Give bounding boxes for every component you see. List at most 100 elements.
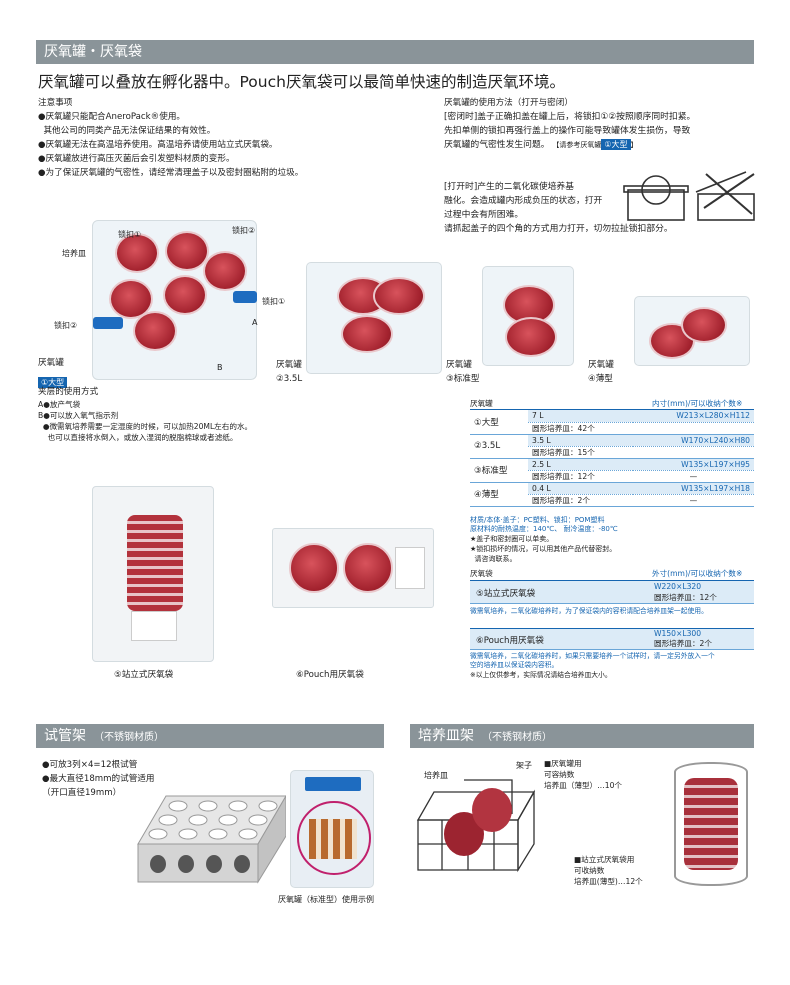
label-rack-dish: 培养皿 [424,771,448,780]
jar-table-rule [470,409,754,410]
usage-block: 厌氧罐的使用方法（打开与密闭） [密闭时]盖子正确扣盖在罐上后，将锁扣①②按照顺… [444,96,695,152]
jar-thin-image [634,296,750,366]
pouch-pack [395,547,425,589]
bag-footnote: ※以上仅供参考，实际情况请结合培养皿大小。 [470,671,612,679]
jar-note: 请咨询联系。 [470,555,517,563]
note-line: ●厌氧罐无法在高温培养使用。高温培养请使用站立式厌氧袋。 [38,140,278,150]
bag2-note-line: 空的培养皿以保证袋内容积。 [470,661,559,669]
clip-line: A●放产气袋 [38,400,81,409]
jar-spec-vol: 2.5 L [528,458,633,471]
bag-label [131,611,177,641]
jar-spec-vol: 0.4 L [528,482,633,495]
rack-a-line: 可容纳数 [544,770,575,779]
jar-spec-row: 圆形培养皿：2个— [470,494,754,507]
label-lock2: 锁扣② [232,226,256,235]
bag2-note-block: 微需氧培养，二氧化碳培养时，如果只需要培养一个试样时，请一定另外放入一个 空的培… [470,652,715,681]
label-lock1b: 锁扣① [262,297,286,306]
jar-spec-row: 圆形培养皿：42个 [470,422,754,435]
label-dish: 培养皿 [62,249,86,258]
rack-line: ●可放3列×4=12根试管 [42,760,138,770]
jar2-size: ②3.5L [276,374,303,384]
jar-3-5l-image [306,262,442,374]
section-sub: （不锈钢材质） [482,732,552,743]
clip-line: B●可以放入氧气指示剂 [38,411,119,420]
jar-spec-dish: 圆形培养皿：12个 [528,470,633,483]
pouch-bag-image [272,528,434,608]
bag-row-1: ⑤站立式厌氧袋 W220×L320 圆形培养皿：12个 [470,580,754,604]
jar-spec-count [632,446,754,459]
bag2-dim: W150×L300 [654,629,702,638]
bag1-note: 微需氧培养，二氧化碳培养时，为了保证袋内的容积请配合培养皿架一起使用。 [470,607,708,615]
bag5-caption: ⑤站立式厌氧袋 [114,670,174,680]
label-lock1: 锁扣① [118,230,142,239]
clip-title: 夹层的使用方式 [38,387,99,397]
note-line: ●为了保证厌氧罐的气密性，请经常清理盖子以及密封圈粘附的垃圾。 [38,168,304,178]
jar4-name: 厌氧罐 [588,360,614,370]
standing-bag-image [92,486,214,662]
tube-rack-caption: 厌氧罐（标准型）使用示例 [278,895,374,904]
petri-dish-image [115,233,159,273]
petri-dish-image [165,231,209,271]
jar-spec-dish: 圆形培养皿：42个 [528,422,633,435]
headline: 厌氧罐可以叠放在孵化器中。Pouch厌氧袋可以最简单快速的制造厌氧环境。 [38,73,565,91]
jar-spec-row: 圆形培养皿：15个 [470,446,754,459]
tall-dish-rack-image [674,762,748,886]
rack-line: （开口直径19mm） [42,788,122,798]
dish-rack-jar-text: ■厌氧罐用 可容纳数 培养皿（薄型）…10个 [544,758,622,791]
open-close-illustration [623,171,755,221]
label-b: B [217,363,223,372]
section-title: 试管架 [44,728,86,744]
usage-line-text: 厌氧罐的气密性发生问题。 [444,140,550,150]
jar-note: ★锁扣损坏的情况，可以用其他产品代替密封。 [470,545,617,553]
dish-rack-drawing [416,779,536,873]
jar-spec-name: ③标准型 [470,458,528,483]
note-line: ●厌氧罐只能配合AneroPack®使用。 [38,112,186,122]
section-title: 培养皿架 [418,728,474,744]
bag2-note-line: 微需氧培养，二氧化碳培养时，如果只需要培养一个试样时，请一定另外放入一个 [470,652,715,660]
jar-spec-count: — [632,470,754,483]
usage-open-line: 请抓起盖子的四个角的方式用力打开，切勿拉扯锁扣部分。 [444,224,673,234]
bag1-name: ⑤站立式厌氧袋 [476,589,536,599]
note-line: ●厌氧罐放进行高压灭菌后会引发塑料材质的变形。 [38,154,235,164]
section-header-dish-rack: 培养皿架 （不锈钢材质） [410,724,754,748]
jar-spec-name: ①大型 [470,410,528,435]
clip-line: ●微需氧培养需要一定湿度的时候，可以加热20ML左右的水。 [38,422,253,431]
note-line: 其他公司的同类产品无法保证结果的有效性。 [38,126,216,136]
jar-table-head-right: 内寸(mm)/可以收纳个数※ [652,399,743,408]
usage-line: [密闭时]盖子正确扣盖在罐上后，将锁扣①②按照顺序同时扣紧。 [444,112,696,122]
section-sub: （不锈钢材质） [94,732,164,743]
bag1-dish: 圆形培养皿：12个 [654,593,717,602]
bag6-caption: ⑥Pouch用厌氧袋 [296,670,364,680]
rack-a-line: 培养皿（薄型）…10个 [544,781,623,790]
jar3-name: 厌氧罐 [446,360,472,370]
dish-rack-bag-text: ■站立式厌氧袋用 可收纳数 培养皿(薄型)…12个 [574,854,643,887]
rack-line: ●最大直径18mm的试管适用 [42,774,155,784]
bag2-dish: 圆形培养皿：2个 [654,639,712,648]
petri-dish-image [681,307,727,343]
petri-dish-image [289,543,339,593]
dish-stack [127,515,183,611]
petri-dish-image [341,315,393,353]
petri-dish-image [505,317,557,357]
jar-standard-image [482,266,574,366]
petri-dish-image [343,543,393,593]
usage-ref-end: 】 [630,141,638,149]
rack-a-line: ■厌氧罐用 [544,759,582,768]
usage-ref-badge: ①大型 [601,139,631,150]
jar-spec-vol: 7 L [528,410,633,423]
jar-table-head-left: 厌氧罐 [470,399,493,408]
usage-ref-text: 【请参考厌氧罐 [552,141,602,149]
jar3-caption: 厌氧罐 ③标准型 [446,358,480,386]
usage-title: 厌氧罐的使用方法（打开与密闭） [444,98,573,108]
jar-large-caption: 厌氧罐 ①大型 [38,356,68,389]
petri-dish-image [163,275,207,315]
bag-table-head-left: 厌氧袋 [470,569,493,578]
jar-note: ★盖子和密封圈可以单卖。 [470,535,554,543]
label-lock2b: 锁扣② [54,321,78,330]
tube-rack-text: ●可放3列×4=12根试管 ●最大直径18mm的试管适用 （开口直径19mm） [42,758,155,800]
material-line: 材质/本体·盖子：PC塑料、锁扣：POM塑料 [470,516,605,524]
